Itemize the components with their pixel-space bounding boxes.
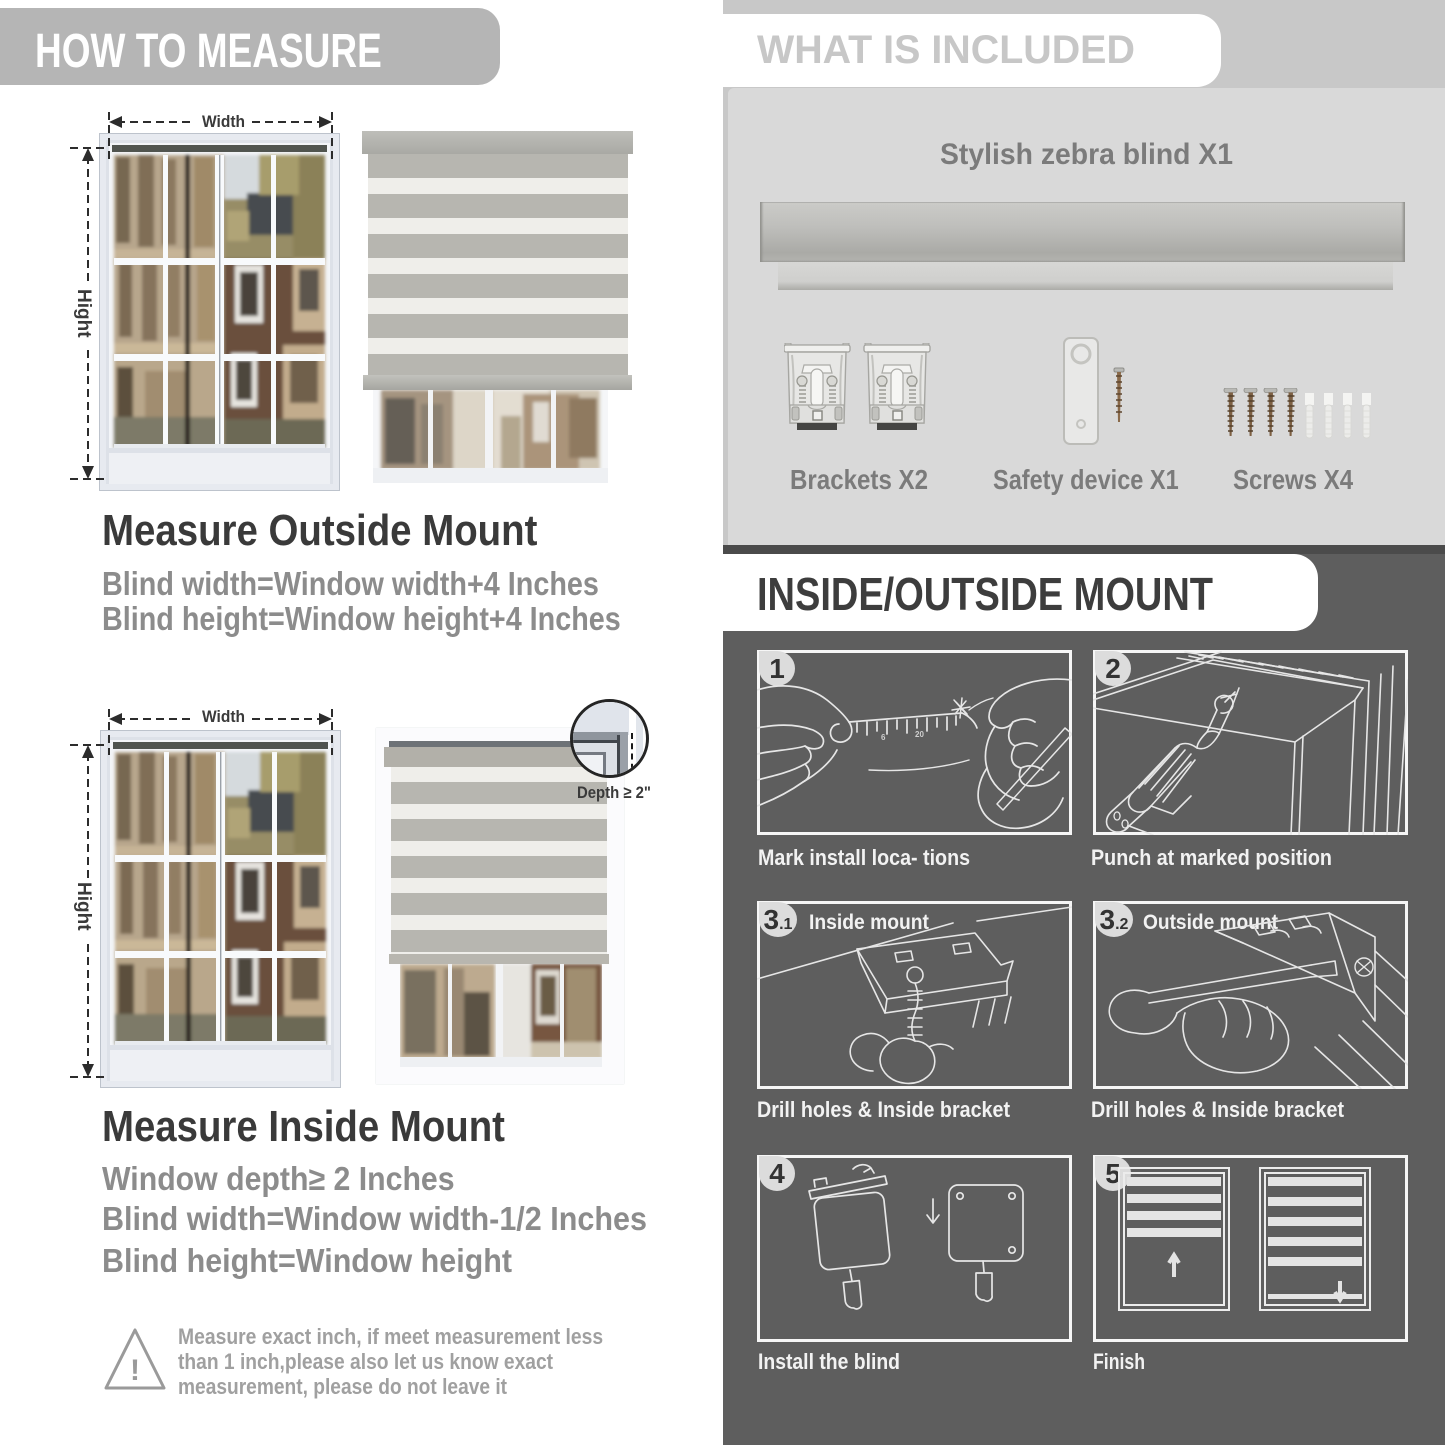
svg-text:!: ! — [130, 1354, 140, 1387]
svg-text:20: 20 — [915, 730, 924, 739]
svg-text:6: 6 — [881, 733, 886, 742]
